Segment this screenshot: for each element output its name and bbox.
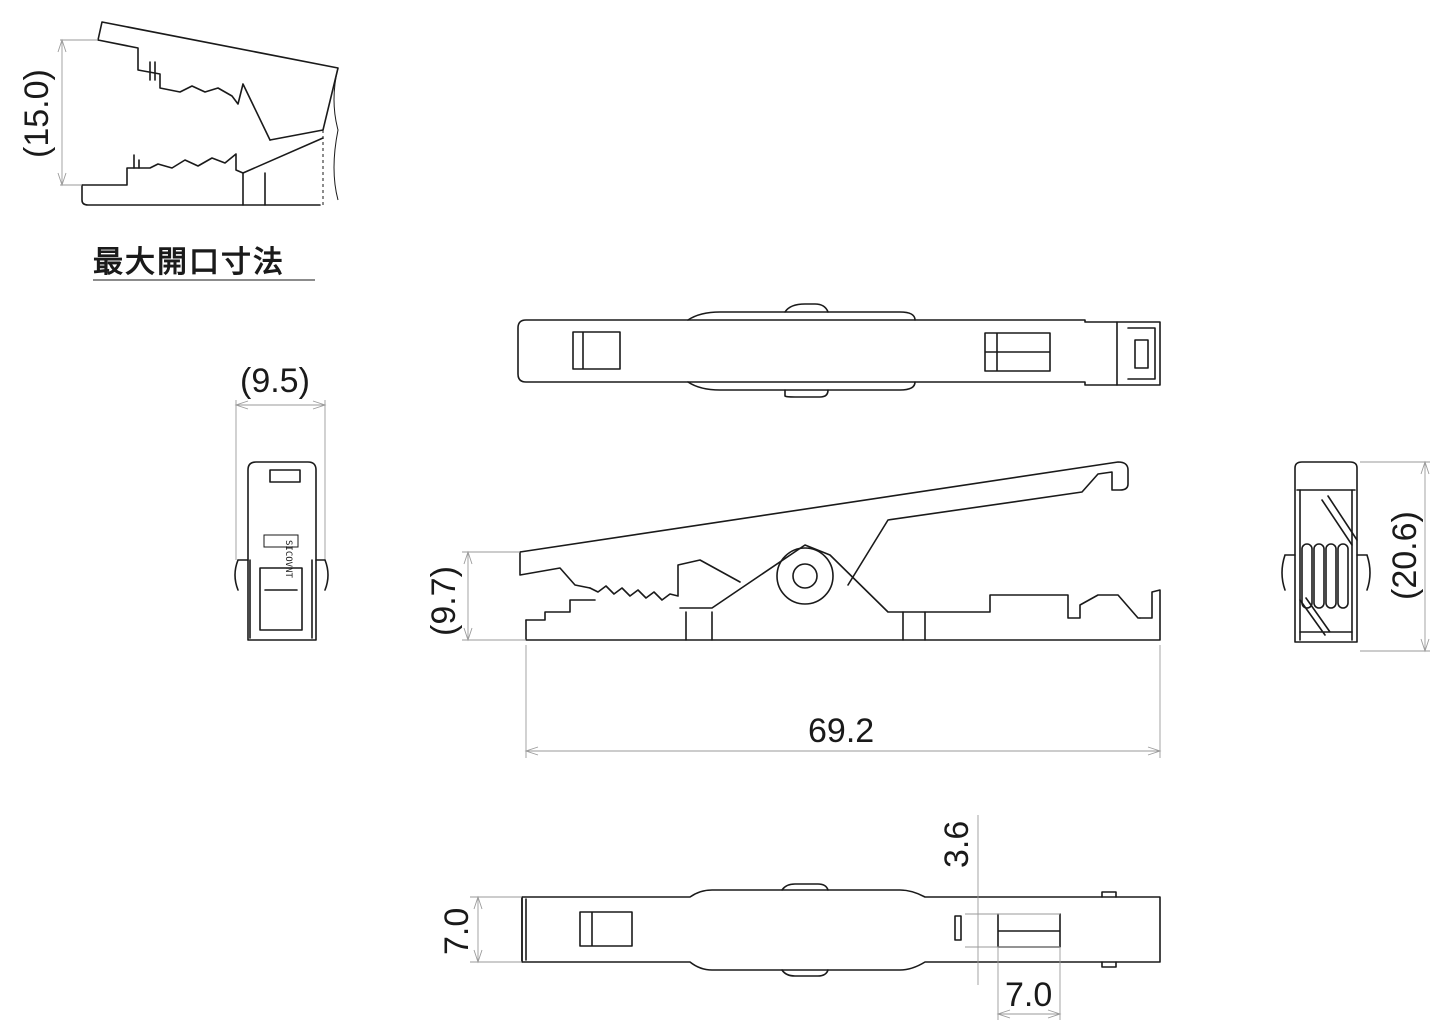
right-end-view: (20.6) [1281,460,1430,653]
head-length-dimension: 7.0 [1005,976,1052,1014]
max-opening-title: 最大開口寸法 [93,245,285,280]
top-view [517,303,1161,398]
thickness-dimension: 7.0 [438,908,476,955]
brand-stamp: SICOVNT [283,540,293,579]
side-view: (9.7) 69.2 [425,461,1162,758]
side-height-dimension: (9.7) [425,566,463,636]
end-width-dimension: (9.5) [240,362,310,400]
max-opening-dimension: (15.0) [18,69,56,158]
end-height-dimension: (20.6) [1386,511,1424,600]
bottom-view: 7.0 3.6 7.0 [438,815,1161,1020]
head-offset-dimension: 3.6 [938,821,976,868]
max-opening-detail-view: (15.0) 最大開口寸法 [18,21,339,281]
left-end-view: (9.5) SICOVNT [234,362,329,641]
overall-length-dimension: 69.2 [808,712,874,750]
